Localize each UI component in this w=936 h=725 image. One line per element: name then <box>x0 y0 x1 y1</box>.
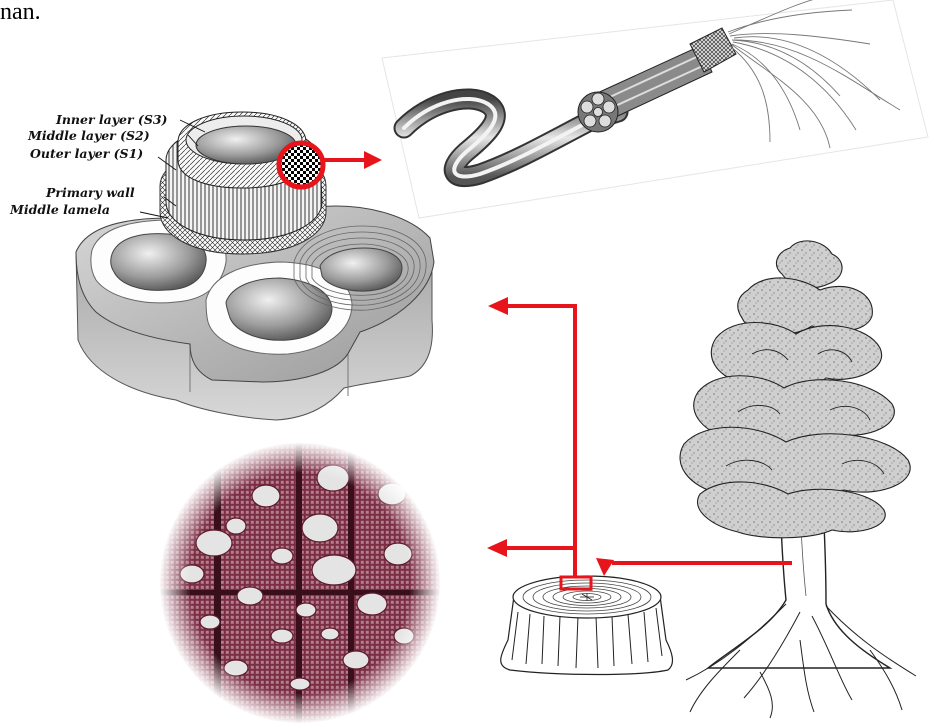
stump-illustration <box>501 576 673 675</box>
label-middle-lamela: Middle lamela <box>10 203 110 217</box>
label-outer-layer: Outer layer (S1) <box>30 147 143 161</box>
microfibril-illustration <box>382 0 928 218</box>
label-inner-layer: Inner layer (S3) <box>56 113 167 127</box>
tree-illustration <box>680 241 916 718</box>
label-primary-wall: Primary wall <box>46 186 135 200</box>
label-middle-layer: Middle layer (S2) <box>28 129 150 143</box>
micrograph <box>159 442 441 724</box>
